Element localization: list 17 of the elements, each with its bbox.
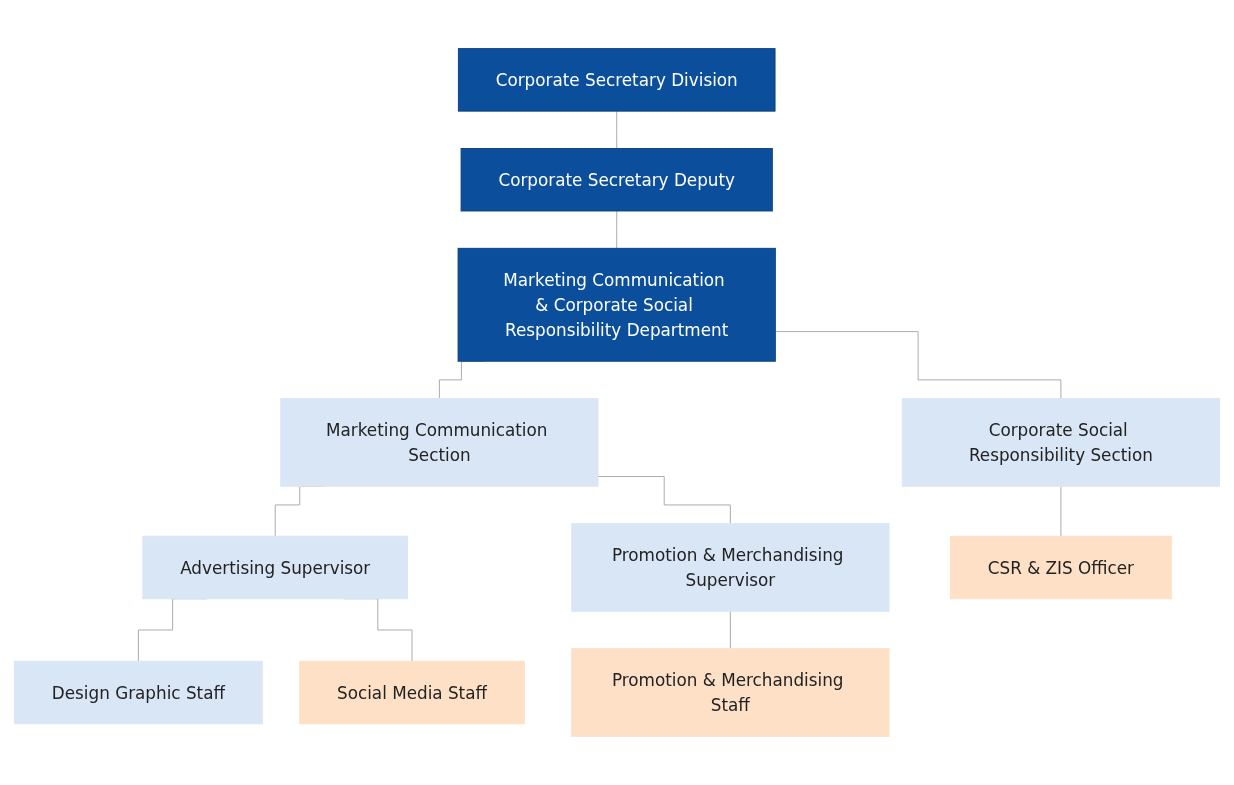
- node-box: Marketing Communication & Corporate Social Responsibility Department: [457, 247, 776, 362]
- node-box: Corporate Secretary Division: [457, 48, 776, 112]
- connector: [729, 610, 731, 650]
- connector: [616, 110, 618, 149]
- connector: [774, 331, 1062, 400]
- connector: [597, 476, 731, 525]
- node-box: Corporate Social Responsibility Section: [901, 398, 1220, 487]
- node-box: Design Graphic Staff: [14, 660, 263, 725]
- connector: [616, 210, 618, 249]
- node-box: Promotion & Merchandising Supervisor: [571, 523, 890, 612]
- node-box: Corporate Secretary Deputy: [460, 148, 773, 212]
- connector: [1060, 485, 1062, 537]
- node-box: Advertising Supervisor: [142, 535, 409, 600]
- node-box: Marketing Communication Section: [280, 398, 599, 487]
- node-box: Social Media Staff: [299, 660, 525, 725]
- node-box: CSR & ZIS Officer: [949, 535, 1172, 600]
- node-box: Promotion & Merchandising Staff: [571, 648, 890, 737]
